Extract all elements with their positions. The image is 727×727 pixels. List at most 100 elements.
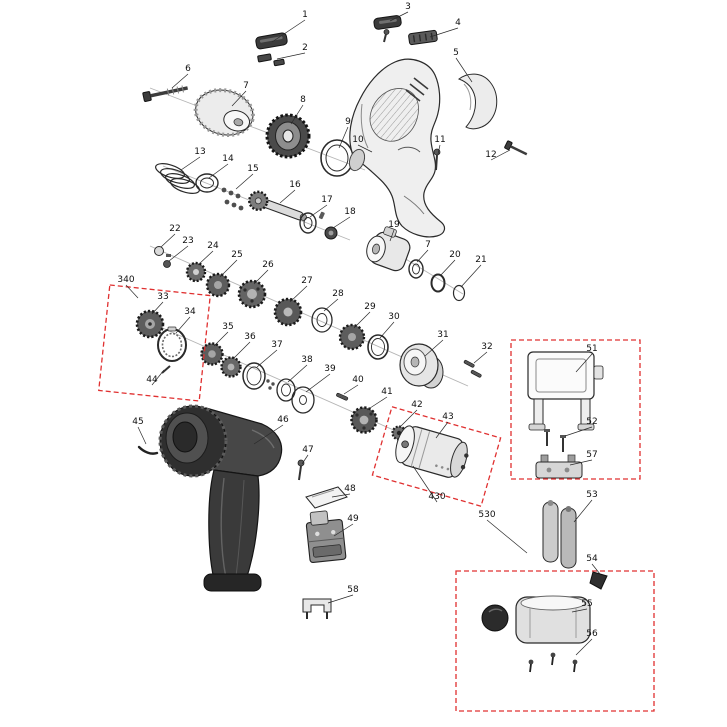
part-11-label: 11: [434, 135, 445, 145]
drawing-primitive: [410, 429, 423, 466]
part-530-leader: [486, 519, 528, 554]
part-19-label: 19: [388, 220, 400, 230]
part-56-leader: [575, 638, 593, 656]
part-7-chuck-collar: [193, 88, 255, 138]
part-33-label: 33: [157, 292, 168, 302]
part-16-spindle: [248, 190, 307, 221]
part-30-label: 30: [388, 312, 400, 322]
drawing-primitive: [369, 412, 373, 416]
drawing-primitive: [305, 486, 348, 509]
drawing-primitive: [401, 440, 409, 449]
part-29-gear: [338, 323, 366, 351]
drawing-primitive: [362, 426, 366, 430]
drawing-primitive: [412, 263, 420, 275]
drawing-primitive: [470, 369, 482, 378]
part-20-washer: [430, 273, 446, 293]
drawing-primitive: [435, 464, 438, 468]
part-27-leader: [289, 285, 308, 303]
drawing-primitive: [166, 254, 171, 257]
part-40-pin: [336, 392, 349, 401]
drawing-primitive: [250, 299, 254, 303]
part-49-switch: [305, 510, 347, 564]
part-51-battery-frame: [527, 351, 604, 431]
part-41-label: 41: [381, 387, 392, 397]
drawing-primitive: [311, 489, 335, 498]
drawing-primitive: [172, 421, 198, 453]
drawing-primitive: [413, 77, 429, 90]
part-34-leader: [175, 316, 191, 334]
drawing-primitive: [450, 441, 468, 478]
drawing-primitive: [542, 501, 559, 563]
part-58-bracket: [302, 598, 332, 619]
part-36-leader: [232, 341, 251, 360]
drawing-primitive: [408, 259, 424, 279]
part-25-label: 25: [231, 250, 242, 260]
part-21-label: 21: [475, 255, 486, 265]
part-23-leader: [168, 245, 189, 262]
part-30-ring: [367, 334, 389, 360]
part-40-label: 40: [352, 375, 364, 385]
drawing-primitive: [166, 88, 170, 96]
drawing-primitive: [214, 281, 222, 289]
part-19-leader: [389, 229, 395, 242]
part-49-leader: [333, 523, 354, 537]
part-48-leader: [331, 493, 351, 498]
part-46-handle: [158, 404, 283, 592]
drawing-primitive: [460, 464, 466, 470]
part-12-label: 12: [485, 150, 496, 160]
part-3-label: 3: [405, 2, 411, 12]
parts-drawing: [135, 15, 608, 673]
part-41-leader: [366, 396, 388, 411]
part-20-leader: [439, 259, 456, 277]
part-8-leader: [290, 104, 304, 125]
part-47-leader: [301, 454, 309, 465]
part-49-label: 49: [347, 514, 359, 524]
part-36-label: 36: [244, 332, 256, 342]
drawing-primitive: [457, 73, 498, 130]
part-6-label: 6: [185, 64, 191, 74]
part-45-label: 45: [132, 417, 143, 427]
part-2-small-blocks: [257, 53, 285, 67]
part-35-leader: [213, 331, 229, 347]
drawing-primitive: [221, 187, 227, 193]
drawing-primitive: [371, 338, 385, 356]
part-17-leader: [309, 204, 328, 218]
part-10-leader: [357, 144, 373, 153]
drawing-primitive: [418, 34, 422, 42]
drawing-primitive: [227, 363, 235, 371]
drawing-primitive: [560, 435, 566, 438]
drawing-primitive: [452, 284, 466, 302]
drawing-primitive: [231, 202, 237, 208]
part-5-label: 5: [453, 48, 459, 58]
gear-set-340-box: [98, 284, 211, 402]
drawing-primitive: [137, 445, 159, 455]
part-7-label: 7: [243, 81, 249, 91]
part-9-leader: [338, 126, 349, 149]
drawing-primitive: [593, 365, 604, 380]
drawing-primitive: [355, 413, 359, 417]
part-30-leader: [379, 321, 395, 339]
drawing-primitive: [233, 118, 244, 127]
part-24-leader: [197, 250, 214, 266]
drawing-primitive: [142, 91, 152, 102]
drawing-primitive: [266, 379, 270, 383]
part-21-leader: [460, 264, 482, 288]
drawing-primitive: [246, 366, 262, 386]
drawing-primitive: [312, 544, 342, 558]
drawing-primitive: [220, 477, 227, 579]
drawing-primitive: [463, 359, 475, 368]
part-54-label: 54: [586, 554, 598, 564]
part-23-label: 23: [182, 236, 193, 246]
part-24-label: 24: [207, 241, 219, 251]
part-18-nut: [318, 211, 338, 240]
drawing-primitive: [276, 378, 296, 402]
part-41-gear: [350, 406, 378, 434]
drawing-primitive: [409, 83, 425, 96]
drawing-primitive: [405, 89, 421, 102]
drawing-primitive: [367, 334, 389, 360]
part-13-leader: [180, 156, 201, 171]
drawing-primitive: [360, 103, 369, 149]
drawing-primitive: [208, 469, 260, 588]
drawing-primitive: [528, 659, 534, 665]
